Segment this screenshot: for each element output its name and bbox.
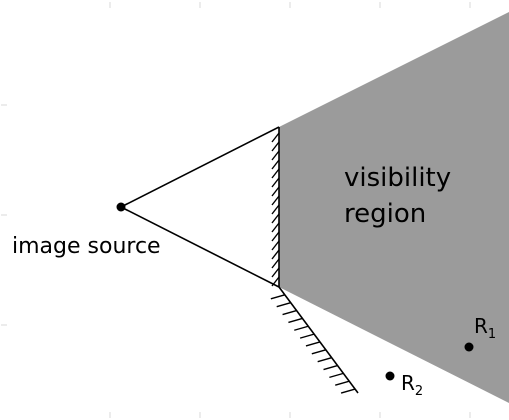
hatch-mark: [299, 333, 315, 339]
hatch-mark: [271, 267, 280, 278]
hatch-mark: [271, 258, 280, 269]
receiver-r2-point: [385, 371, 395, 381]
hatch-mark: [335, 380, 350, 386]
hatch-mark: [270, 294, 286, 300]
upper-ray: [120, 126, 280, 208]
border-ticks: [1, 2, 471, 418]
hatch-mark: [271, 132, 280, 143]
receiver-r1-label: R1: [474, 314, 496, 342]
hatch-mark: [271, 186, 280, 197]
aperture-wall-hatching: [271, 132, 280, 287]
hatch-mark: [271, 141, 280, 152]
hatch-mark: [329, 372, 344, 379]
receiver-r1-point: [464, 342, 474, 352]
hatch-mark: [317, 356, 332, 363]
hatch-mark: [271, 276, 280, 287]
hatch-mark: [282, 309, 297, 316]
hatch-mark: [271, 159, 280, 170]
lower-ray: [120, 206, 280, 288]
hatch-mark: [276, 302, 291, 308]
hatch-mark: [271, 195, 280, 206]
hatch-mark: [271, 222, 280, 233]
reflecting-wall-hatching: [270, 294, 356, 394]
receiver-r2-subscript: 2: [415, 384, 423, 399]
hatch-mark: [271, 204, 280, 215]
receiver-r2-main: R: [401, 371, 415, 395]
image-source-point: [116, 202, 126, 212]
hatch-mark: [340, 388, 356, 394]
receiver-r2-label: R2: [401, 371, 423, 399]
receiver-r1-subscript: 1: [488, 327, 496, 342]
hatch-mark: [323, 364, 338, 371]
hatch-mark: [271, 213, 280, 224]
region-label-line1: visibility: [344, 163, 451, 193]
image-source-label: image source: [12, 234, 161, 259]
hatch-mark: [271, 231, 280, 242]
reflecting-wall: [278, 286, 359, 394]
hatch-mark: [294, 325, 309, 331]
hatch-mark: [271, 150, 280, 161]
hatch-mark: [288, 317, 303, 324]
hatch-mark: [271, 168, 280, 179]
hatch-mark: [271, 177, 280, 188]
region-label-line2: region: [344, 199, 426, 229]
visibility-region: [279, 12, 509, 403]
hatch-mark: [271, 249, 280, 260]
hatch-mark: [311, 349, 327, 355]
hatch-mark: [305, 341, 321, 347]
receiver-r1-main: R: [474, 314, 488, 338]
hatch-mark: [271, 240, 280, 251]
